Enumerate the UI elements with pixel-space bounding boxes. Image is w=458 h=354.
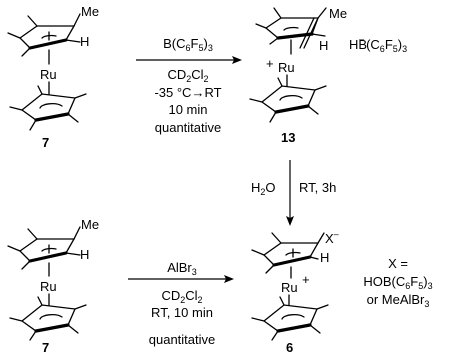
plus-charge: + [266, 56, 274, 71]
counter-anion-x: X– [325, 229, 339, 246]
rxn3-solvent: CD2Cl2 [161, 288, 202, 305]
ruthenium-label: Ru [278, 60, 295, 75]
cp-star-ring [251, 296, 329, 341]
compound-6-label: 6 [286, 340, 293, 354]
methyl-label: Me [329, 6, 347, 21]
methyl-label: Me [81, 217, 99, 232]
rxn1-time: 10 min [168, 102, 207, 117]
rxn3-arrow [128, 275, 234, 283]
rxn3-time: RT, 10 min [151, 305, 213, 320]
compound-7-top-structure: Me H Ru [7, 4, 99, 131]
plus-charge: + [302, 272, 310, 287]
rxn1-reagent: B(C6F5)3 [163, 36, 213, 53]
hydrogen-label: H [80, 247, 89, 262]
methyl-label: Me [81, 4, 99, 19]
ruthenium-label: Ru [40, 279, 57, 294]
rxn3-yield: quantitative [149, 332, 216, 347]
compound-13-structure: Me H + Ru [249, 6, 347, 123]
rxn1-solvent: CD2Cl2 [167, 67, 208, 84]
rxn2-conditions: RT, 3h [299, 180, 336, 195]
cp-star-ring [9, 296, 87, 341]
arene-ring [255, 7, 327, 49]
x-definition-line1: X = [388, 256, 408, 271]
rxn1-temperature: -35 °C→RT [154, 85, 221, 100]
hydrogen-label: H [319, 38, 328, 53]
hydrogen-label: H [320, 250, 329, 265]
arene-ring [251, 232, 325, 274]
x-definition-line2: HOB(C6F5)3 [363, 274, 432, 291]
cp-star-ring [249, 77, 327, 123]
rxn1-arrow [136, 56, 242, 64]
x-definition-line3: or MeAlBr3 [367, 292, 430, 309]
rxn2-water: H2O [251, 180, 276, 197]
arene-ring [7, 226, 81, 270]
compound-7-bottom-structure: Me H Ru [7, 217, 99, 341]
hydrogen-label: H [80, 34, 89, 49]
ruthenium-label: Ru [281, 280, 298, 295]
ruthenium-label: Ru [40, 67, 57, 82]
arene-ring [7, 13, 81, 57]
compound-7-bottom-label: 7 [42, 340, 49, 354]
compound-7-top-label: 7 [42, 135, 49, 150]
compound-13-label: 13 [281, 130, 295, 145]
rxn3-reagent: AlBr3 [167, 260, 197, 277]
rxn1-yield: quantitative [155, 120, 222, 135]
borate-anion: HB–(C6F5)3 [349, 34, 407, 54]
cp-star-ring [9, 85, 87, 131]
rxn2-arrow [286, 160, 294, 226]
compound-6-structure: H Ru + [251, 232, 329, 341]
